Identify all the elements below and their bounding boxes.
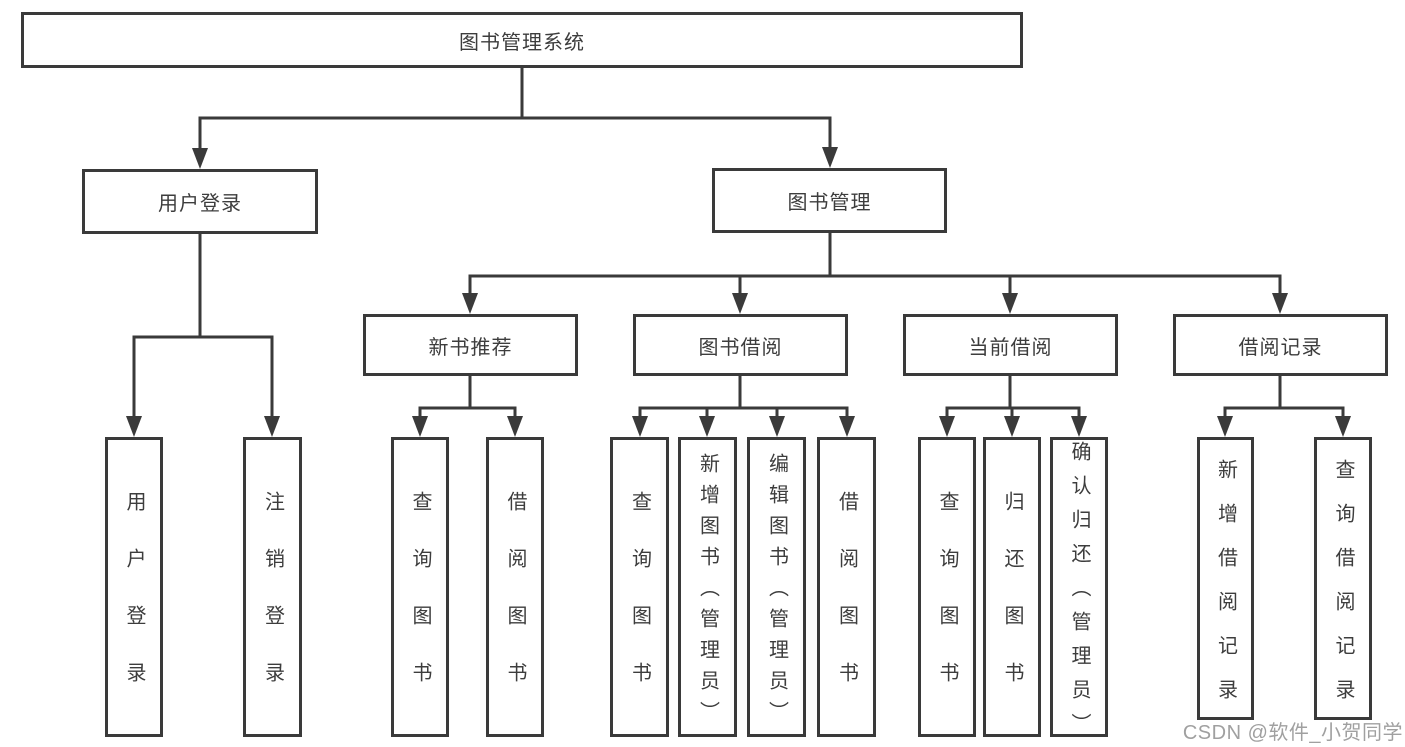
arrow-leaf-user-login-icon xyxy=(126,416,142,437)
leaf-borrow-books-1-label: 借阅图书 xyxy=(504,491,526,719)
arrow-user-login-icon xyxy=(192,148,208,169)
leaf-add-borrow-record-label: 新增借阅记录 xyxy=(1214,458,1237,723)
leaf-add-book-admin-label: 新增图书（管理员） xyxy=(696,452,719,732)
arrow-new-book-icon xyxy=(462,293,478,314)
node-borrowing-records: 借阅记录 xyxy=(1173,314,1388,376)
arrow-borrowing-records-icon xyxy=(1272,293,1288,314)
leaf-query-books-3: 查询图书 xyxy=(918,437,976,737)
arrow-query-books-1-icon xyxy=(412,416,428,437)
leaf-return-books-label: 归还图书 xyxy=(1001,491,1023,719)
leaf-query-books-1: 查询图书 xyxy=(391,437,449,737)
node-new-book-recommend: 新书推荐 xyxy=(363,314,578,376)
arrow-book-borrowing-icon xyxy=(732,293,748,314)
leaf-logout-login: 注销登录 xyxy=(243,437,302,737)
arrow-book-management-icon xyxy=(822,147,838,168)
node-user-login-label: 用户登录 xyxy=(158,193,242,215)
leaf-edit-book-admin: 编辑图书（管理员） xyxy=(747,437,806,737)
node-current-borrowing: 当前借阅 xyxy=(903,314,1118,376)
leaf-return-books: 归还图书 xyxy=(983,437,1041,737)
arrow-return-books-icon xyxy=(1004,416,1020,437)
node-library-management-system-label: 图书管理系统 xyxy=(459,31,585,54)
leaf-edit-book-admin-label: 编辑图书（管理员） xyxy=(765,452,788,732)
arrow-query-books-3-icon xyxy=(939,416,955,437)
arrow-add-book-icon xyxy=(699,416,715,437)
csdn-watermark: CSDN @软件_小贺同学 xyxy=(1182,722,1403,744)
leaf-query-books-2: 查询图书 xyxy=(610,437,669,737)
node-current-borrowing-label: 当前借阅 xyxy=(968,336,1053,359)
arrow-borrow-books-2-icon xyxy=(839,416,855,437)
leaf-borrow-books-2: 借阅图书 xyxy=(817,437,876,737)
node-user-login: 用户登录 xyxy=(82,169,318,234)
node-book-borrowing-label: 图书借阅 xyxy=(698,336,783,359)
leaf-user-login-label: 用户登录 xyxy=(123,491,145,719)
node-book-management: 图书管理 xyxy=(712,168,947,233)
arrow-borrow-books-1-icon xyxy=(507,416,523,437)
leaf-add-borrow-record: 新增借阅记录 xyxy=(1197,437,1254,723)
leaf-add-book-admin: 新增图书（管理员） xyxy=(678,437,737,737)
leaf-query-books-1-label: 查询图书 xyxy=(409,491,431,719)
arrow-add-borrow-record-icon xyxy=(1217,416,1233,437)
arrow-query-books-2-icon xyxy=(632,416,648,437)
leaf-user-login: 用户登录 xyxy=(105,437,163,737)
arrow-current-borrowing-icon xyxy=(1002,293,1018,314)
leaf-borrow-books-1: 借阅图书 xyxy=(486,437,544,737)
leaf-query-books-2-label: 查询图书 xyxy=(628,491,651,719)
node-new-book-recommend-label: 新书推荐 xyxy=(428,336,513,359)
leaf-query-books-3-label: 查询图书 xyxy=(936,491,958,719)
arrow-leaf-logout-icon xyxy=(264,416,280,437)
arrow-query-borrow-record-icon xyxy=(1335,416,1351,437)
leaf-borrow-books-2-label: 借阅图书 xyxy=(835,491,858,719)
arrow-edit-book-icon xyxy=(769,416,785,437)
node-borrowing-records-label: 借阅记录 xyxy=(1238,336,1323,359)
node-book-borrowing: 图书借阅 xyxy=(633,314,848,376)
node-book-management-label: 图书管理 xyxy=(787,192,872,214)
node-library-management-system: 图书管理系统 xyxy=(21,12,1023,68)
leaf-confirm-return-admin-label: 确认归还（管理员） xyxy=(1068,441,1090,747)
leaf-logout-login-label: 注销登录 xyxy=(261,491,284,719)
arrow-confirm-return-icon xyxy=(1071,416,1087,437)
leaf-confirm-return-admin: 确认归还（管理员） xyxy=(1050,437,1108,747)
leaf-query-borrow-record: 查询借阅记录 xyxy=(1314,437,1372,723)
leaf-query-borrow-record-label: 查询借阅记录 xyxy=(1332,458,1354,723)
